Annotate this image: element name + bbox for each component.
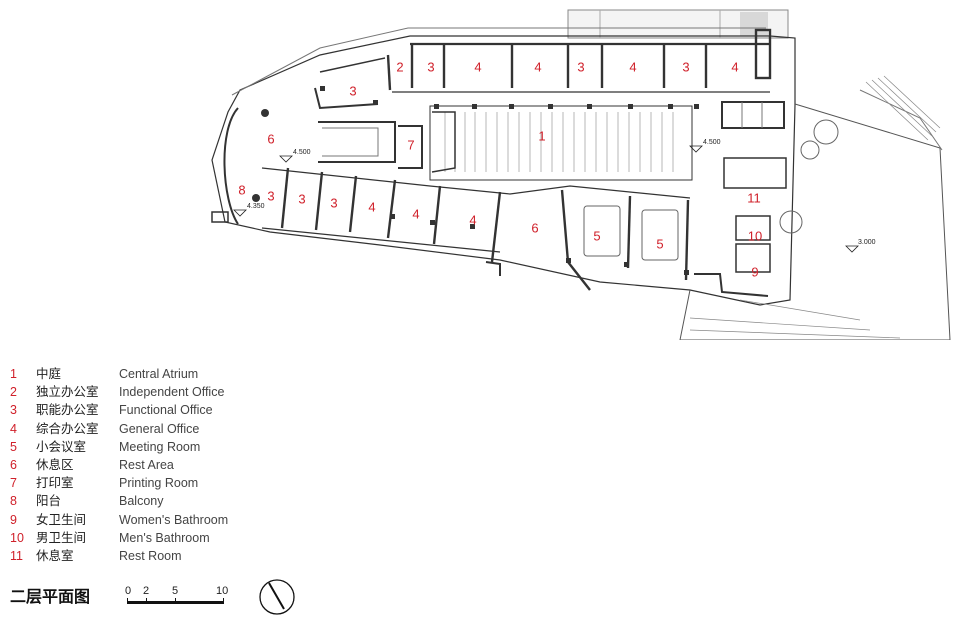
scale-tick [127, 598, 128, 604]
elevation-label: 4.500 [293, 149, 311, 156]
room-label: 5 [656, 236, 663, 251]
scale-bar: 0 2 5 10 [122, 585, 232, 609]
legend-english-name: Independent Office [119, 385, 225, 400]
room-label: 4 [534, 59, 541, 74]
room-label: 3 [298, 191, 305, 206]
room-label: 3 [682, 59, 689, 74]
legend-chinese-name: 休息区 [36, 456, 74, 472]
scale-tick [146, 598, 147, 604]
scale-label: 10 [216, 585, 229, 597]
room-label: 11 [747, 190, 761, 205]
room-label: 6 [267, 131, 274, 146]
legend-number: 5 [10, 439, 17, 454]
room-label: 3 [577, 59, 584, 74]
legend-chinese-name: 阳台 [36, 493, 62, 509]
elevation-label: 3.000 [858, 239, 876, 246]
legend-number: 9 [10, 512, 17, 527]
scale-label: 0 [125, 585, 132, 597]
legend-english-name: Rest Room [119, 548, 182, 563]
room-label: 4 [368, 199, 375, 214]
legend-english-name: Printing Room [119, 476, 199, 491]
legend-english-name: General Office [119, 421, 200, 436]
legend-english-name: Women's Bathroom [119, 512, 229, 527]
scale-label: 5 [172, 585, 179, 597]
room-label: 10 [748, 228, 762, 243]
room-label: 3 [349, 83, 356, 98]
room-label: 4 [412, 206, 419, 221]
room-label: 3 [427, 59, 434, 74]
north-arrow-icon [259, 579, 295, 615]
room-label: 4 [469, 212, 476, 227]
legend-number: 7 [10, 476, 17, 491]
elevation-label: 4.500 [703, 139, 721, 146]
legend-chinese-name: 男卫生间 [36, 529, 87, 545]
room-label: 4 [731, 59, 738, 74]
room-label: 9 [751, 264, 758, 279]
room-label: 7 [407, 137, 414, 152]
legend-chinese-name: 职能办公室 [36, 402, 99, 418]
legend-chinese-name: 综合办公室 [36, 420, 99, 436]
scale-tick [223, 598, 224, 604]
legend-english-name: Central Atrium [119, 367, 199, 381]
legend-chinese-name: 独立办公室 [36, 384, 99, 400]
scale-tick [175, 598, 176, 604]
room-label: 4 [474, 59, 481, 74]
legend-chinese-name: 女卫生间 [36, 511, 87, 527]
legend-english-name: Rest Area [119, 457, 174, 472]
room-label: 1 [538, 128, 545, 143]
room-label: 8 [238, 182, 245, 197]
legend-number: 6 [10, 457, 17, 472]
legend-chinese-name: 打印室 [36, 475, 74, 491]
legend-english-name: Meeting Room [119, 439, 201, 454]
legend-english-name: Balcony [119, 494, 164, 509]
room-label: 6 [531, 220, 538, 235]
legend-number: 4 [10, 421, 17, 436]
room-label: 4 [629, 59, 636, 74]
legend-number: 11 [10, 548, 23, 563]
room-label: 3 [330, 195, 337, 210]
scale-label: 2 [143, 585, 150, 597]
floor-plan: 4.500 4.500 4.350 3.000 3 2 3 4 4 3 4 3 … [211, 9, 951, 340]
legend-english-name: Functional Office [119, 403, 213, 418]
legend-chinese-name: 休息室 [36, 547, 74, 563]
legend-chinese-name: 中庭 [36, 366, 62, 381]
legend-number: 1 [10, 367, 17, 381]
plan-title: 二层平面图 [10, 587, 91, 606]
room-label: 3 [267, 188, 274, 203]
legend-number: 10 [10, 530, 24, 545]
legend-chinese-name: 小会议室 [36, 438, 87, 454]
legend-number: 3 [10, 403, 17, 418]
room-label: 5 [593, 228, 600, 243]
legend-english-name: Men's Bathroom [119, 530, 210, 545]
legend-number: 2 [10, 385, 17, 400]
room-label: 2 [396, 59, 403, 74]
elevation-label: 4.350 [247, 203, 265, 210]
legend-number: 8 [10, 494, 17, 509]
